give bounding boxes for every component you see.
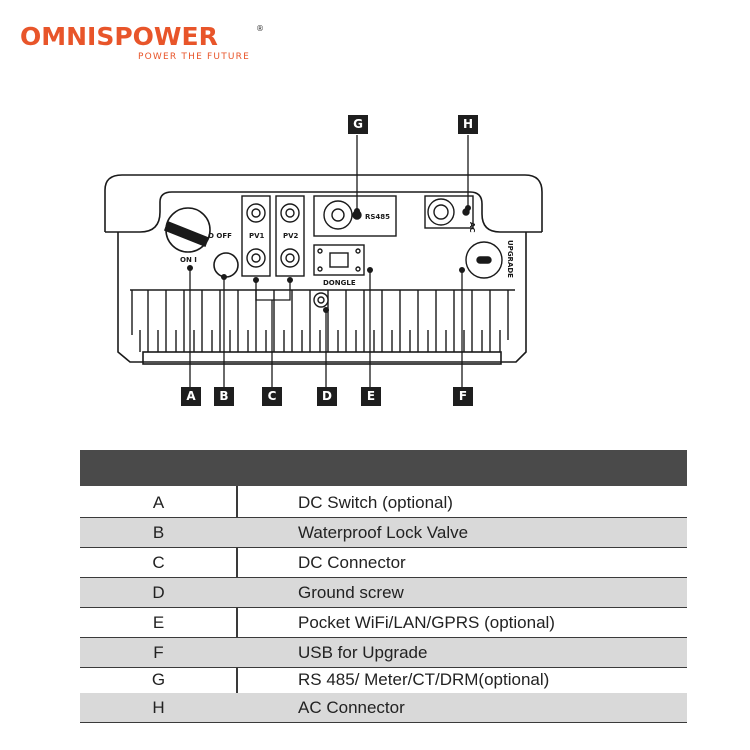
- row-id: C: [152, 553, 165, 572]
- table-row: D Ground screw: [80, 578, 687, 608]
- row-id: G: [151, 670, 166, 689]
- table-row: F USB for Upgrade: [80, 638, 687, 668]
- ac-label: AC: [468, 222, 476, 233]
- ground-screw: [313, 292, 329, 308]
- row-desc: AC Connector: [298, 698, 405, 717]
- inverter-diagram: ON I O OFF PV1 PV2 RS485 DONGLE AC UPGRA…: [104, 135, 543, 388]
- dongle-port: [313, 244, 365, 276]
- row-desc: Ground screw: [298, 583, 404, 602]
- row-desc: Pocket WiFi/LAN/GPRS (optional): [298, 613, 555, 632]
- callout-h: H: [458, 115, 478, 134]
- inverter-body: [104, 174, 543, 232]
- pv1-connector: [241, 195, 271, 277]
- table-row: A DC Switch (optional): [80, 488, 687, 518]
- switch-on-label: ON I: [180, 256, 197, 264]
- rs485-port: [313, 195, 397, 237]
- rs485-label: RS485: [365, 213, 390, 221]
- row-desc: Waterproof Lock Valve: [298, 523, 469, 542]
- callout-d: D: [317, 387, 337, 406]
- pv2-label: PV2: [283, 232, 299, 240]
- table-header: [80, 450, 687, 486]
- callout-f: F: [453, 387, 473, 406]
- dc-switch: [163, 207, 211, 253]
- row-desc: DC Switch (optional): [298, 493, 453, 512]
- callout-g: G: [348, 115, 368, 134]
- row-desc: USB for Upgrade: [298, 643, 428, 662]
- row-id: B: [152, 523, 165, 542]
- usb-upgrade-port: [465, 241, 503, 279]
- logo-text: OMNISPOWER: [20, 22, 218, 51]
- ac-connector: [424, 195, 474, 229]
- waterproof-valve: [213, 252, 239, 278]
- callout-c: C: [262, 387, 282, 406]
- table-row: E Pocket WiFi/LAN/GPRS (optional): [80, 608, 687, 638]
- bottom-rail: [142, 351, 502, 365]
- callout-e: E: [361, 387, 381, 406]
- switch-off-label: O OFF: [208, 232, 232, 240]
- brand-logo: OMNISPOWER ® POWER THE FUTURE: [20, 22, 270, 68]
- row-desc: DC Connector: [298, 553, 406, 572]
- row-id: E: [152, 613, 165, 632]
- row-id: A: [152, 493, 165, 512]
- table-row: C DC Connector: [80, 548, 687, 578]
- logo-tagline: POWER THE FUTURE: [138, 52, 251, 62]
- dongle-label: DONGLE: [323, 279, 356, 287]
- row-id: H: [152, 698, 165, 717]
- table-row: H AC Connector: [80, 693, 687, 723]
- registered-mark: ®: [256, 24, 264, 33]
- table-row: B Waterproof Lock Valve: [80, 518, 687, 548]
- table-row: G RS 485/ Meter/CT/DRM(optional): [80, 665, 687, 695]
- row-id: D: [152, 583, 165, 602]
- callout-a: A: [181, 387, 201, 406]
- row-desc: RS 485/ Meter/CT/DRM(optional): [298, 670, 550, 689]
- heat-sink-fins: [131, 290, 509, 352]
- row-id: F: [153, 643, 164, 662]
- leader-lines: [189, 135, 469, 388]
- pv2-connector: [275, 195, 305, 277]
- upgrade-label: UPGRADE: [506, 240, 514, 278]
- pv1-label: PV1: [249, 232, 265, 240]
- callout-b: B: [214, 387, 234, 406]
